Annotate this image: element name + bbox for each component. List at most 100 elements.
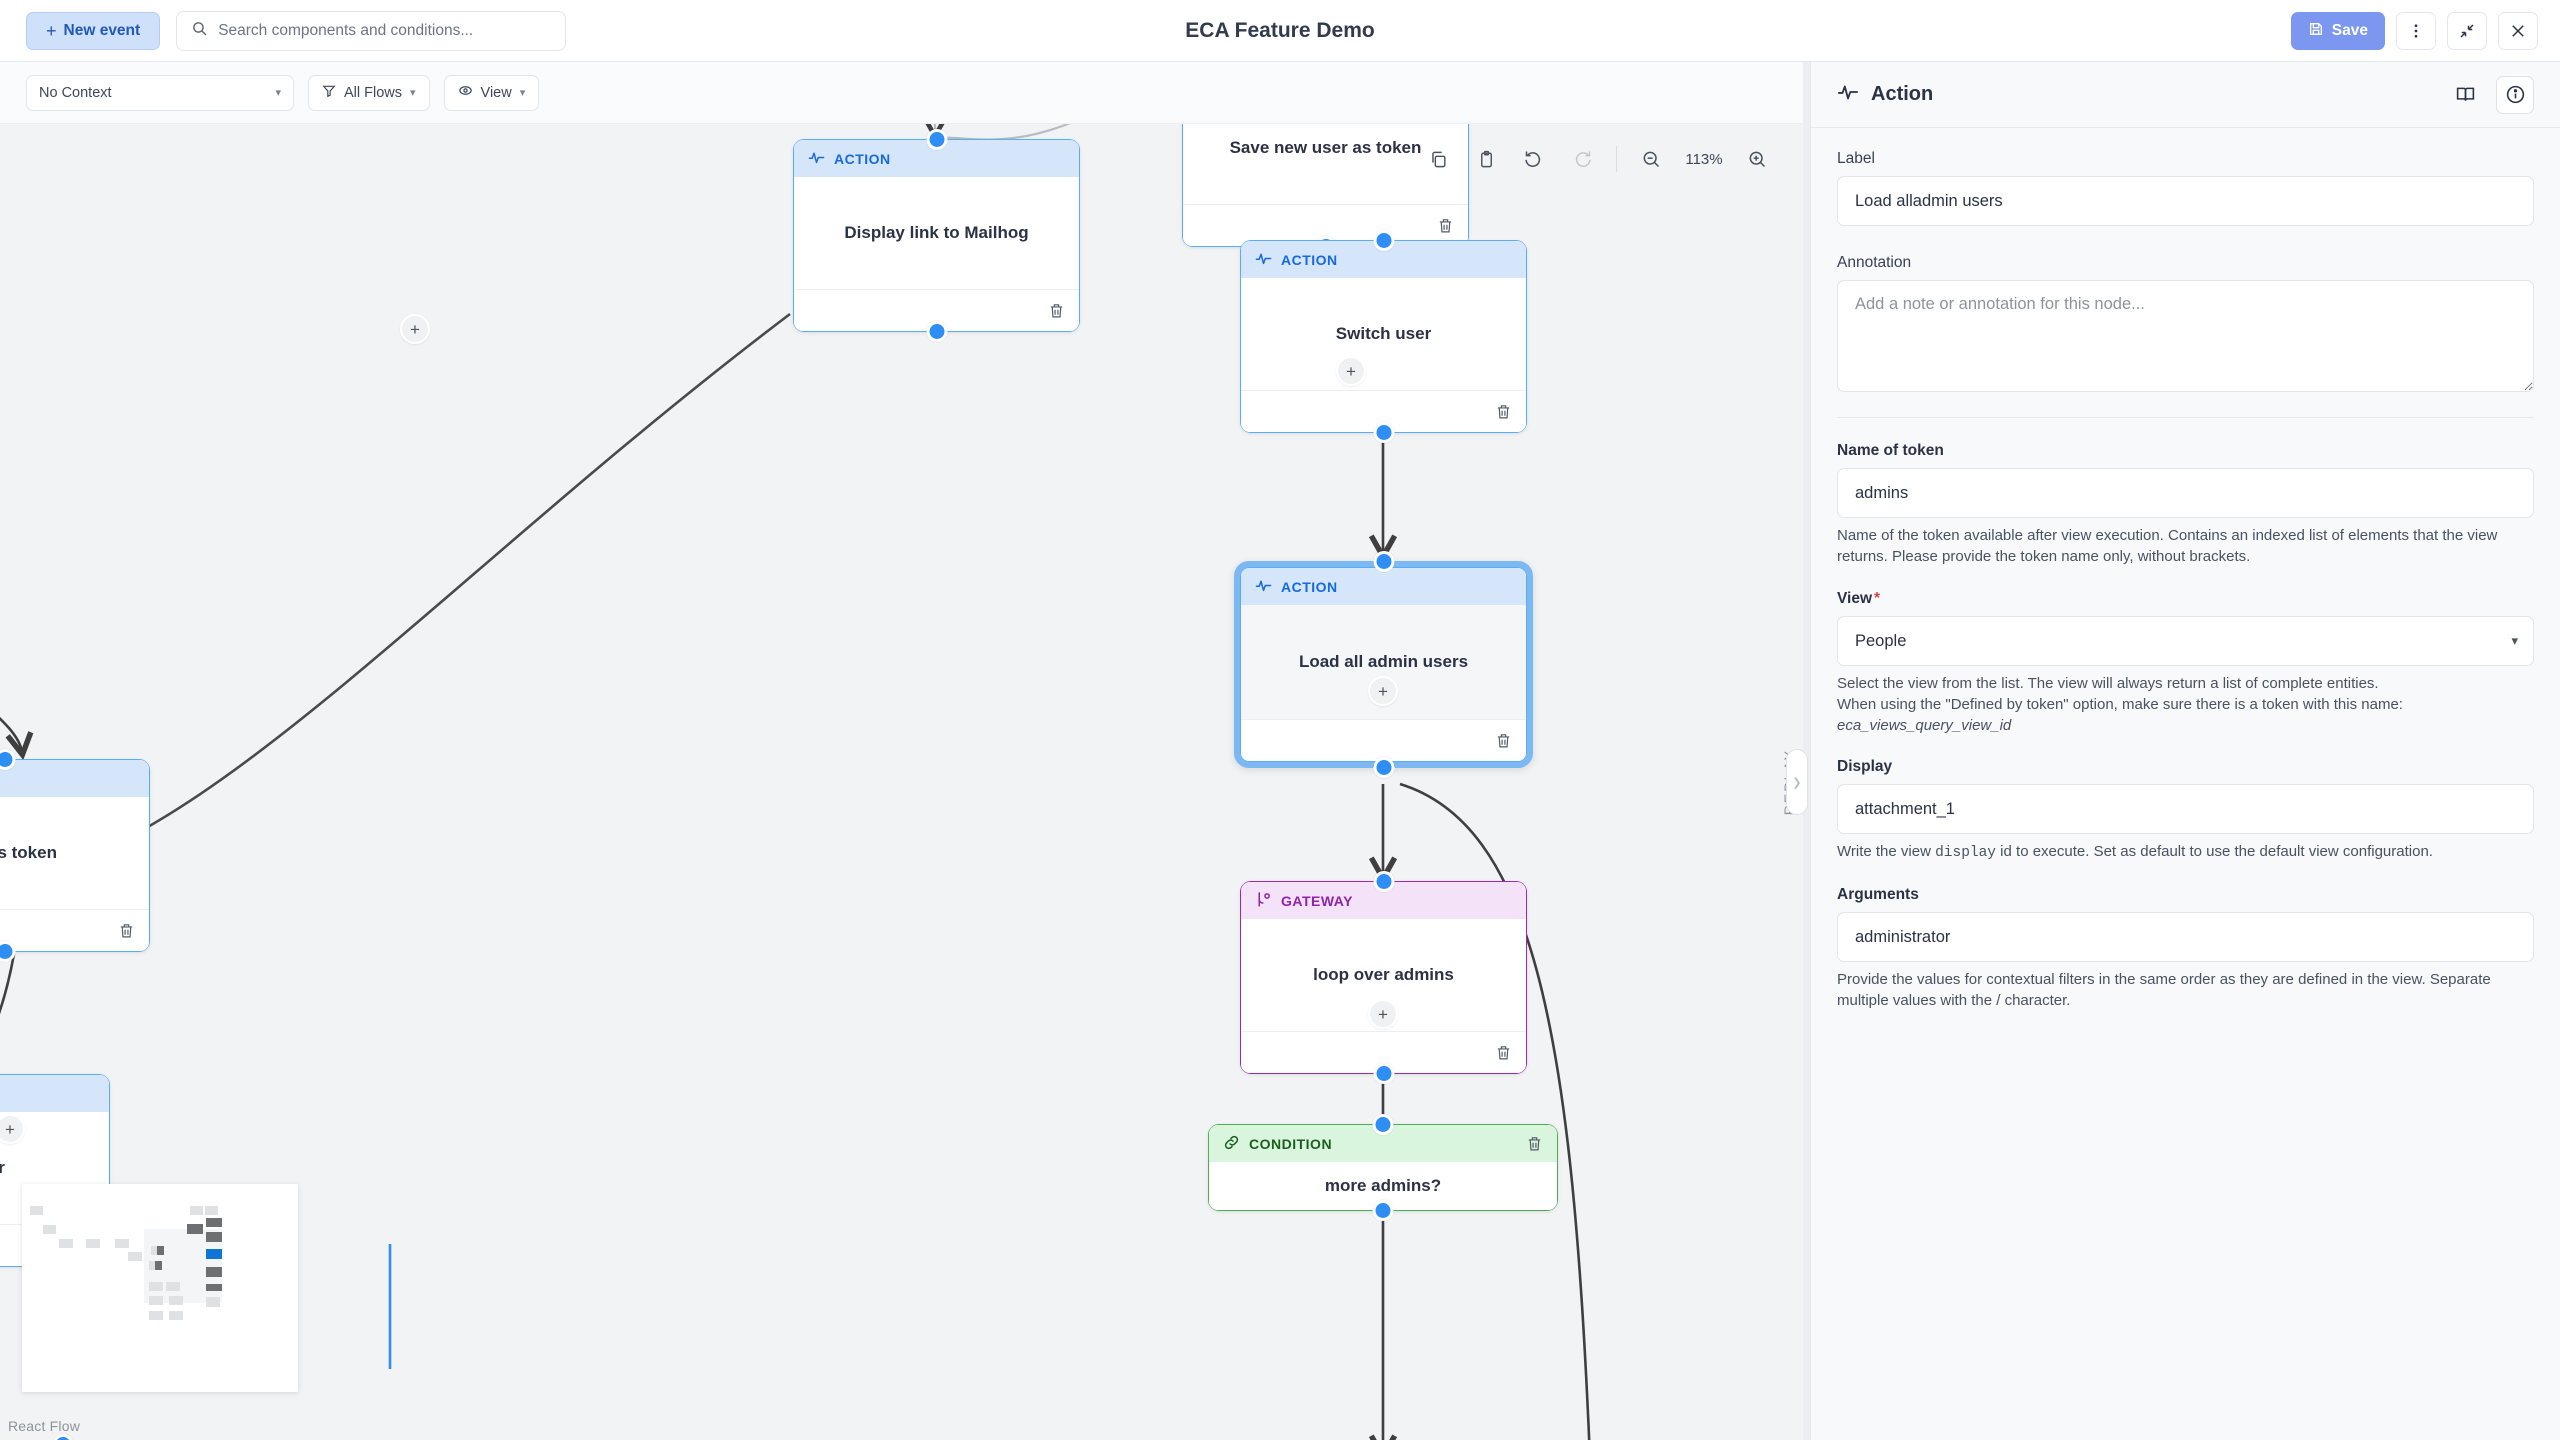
token-input[interactable]	[1837, 468, 2534, 518]
add-node-on-edge-button[interactable]: +	[1368, 676, 1398, 706]
node-type-label: GATEWAY	[1281, 892, 1353, 909]
delete-node-button[interactable]	[1495, 403, 1512, 420]
node-handle-top[interactable]	[1373, 230, 1394, 251]
replay-expand-handle[interactable]: ❯	[1786, 749, 1808, 815]
token-help-text: Name of the token available after view e…	[1837, 527, 2498, 566]
new-event-label: New event	[63, 21, 141, 39]
collapse-icon[interactable]	[2447, 12, 2487, 50]
undo-icon[interactable]	[1513, 139, 1555, 179]
activity-pulse-icon	[808, 149, 825, 169]
minimap-node	[206, 1267, 222, 1277]
node-handle-bottom[interactable]	[1372, 1200, 1394, 1221]
flows-filter-label: All Flows	[344, 84, 403, 101]
minimap-node-selected	[206, 1249, 222, 1259]
properties-panel: Action Label	[1810, 62, 2560, 1440]
node-handle-top[interactable]	[1373, 551, 1394, 572]
zoom-out-icon[interactable]	[1630, 139, 1672, 179]
kebab-menu-icon[interactable]	[2396, 12, 2436, 50]
new-event-button[interactable]: + New event	[26, 11, 161, 50]
node-type-label: ACTION	[1281, 251, 1338, 268]
book-icon[interactable]	[2446, 76, 2484, 114]
node-inner: ACTIONSave new user as token	[1183, 124, 1468, 246]
token-field-group: Name of token Name of the token availabl…	[1837, 442, 2534, 568]
activity-pulse-icon	[1255, 250, 1272, 270]
view-field-label-text: View	[1837, 589, 1873, 607]
annotation-textarea[interactable]	[1837, 280, 2534, 392]
node-type-header: ACTION	[0, 760, 149, 797]
replay-rail: REPLAY ❯	[1768, 124, 1810, 1440]
delete-node-button[interactable]	[1048, 302, 1065, 319]
minimap-node	[149, 1296, 163, 1305]
node-handle-bottom[interactable]	[926, 321, 947, 342]
minimap-node	[206, 1284, 222, 1291]
view-help-text: Select the view from the list. The view …	[1837, 673, 2534, 737]
add-node-on-edge-button[interactable]: +	[400, 314, 430, 344]
section-divider	[1837, 417, 2534, 418]
chevron-down-icon: ▾	[275, 87, 281, 99]
node-footer	[1241, 719, 1526, 761]
search-input[interactable]	[218, 21, 552, 40]
plus-icon: +	[46, 20, 57, 41]
minimap-node	[206, 1218, 222, 1227]
node-handle-top[interactable]	[926, 129, 947, 150]
node-title: ...er as token	[0, 797, 149, 909]
zoom-level-label: 113%	[1685, 150, 1723, 168]
delete-node-button[interactable]	[1437, 217, 1454, 234]
zoom-in-icon[interactable]	[1736, 139, 1778, 179]
node-handle-bottom[interactable]	[1373, 757, 1394, 778]
flow-node-action[interactable]: ACTION...er as token	[0, 749, 150, 962]
minimap[interactable]	[22, 1184, 298, 1392]
add-node-on-edge-button[interactable]: +	[1336, 356, 1366, 386]
context-select[interactable]: No Context ▾	[26, 74, 294, 111]
search-box[interactable]	[176, 10, 567, 51]
node-handle-top[interactable]	[1372, 1114, 1394, 1135]
delete-node-button[interactable]	[1526, 1135, 1543, 1152]
delete-node-button[interactable]	[1495, 732, 1512, 749]
minimap-node	[59, 1239, 73, 1248]
top-toolbar: + New event	[0, 0, 2560, 62]
search-icon	[191, 20, 208, 42]
add-node-on-edge-button[interactable]: +	[0, 1114, 25, 1144]
panel-title-text: Action	[1871, 83, 1934, 105]
view-select-wrapper[interactable]: People ▾	[1837, 615, 2534, 666]
arguments-field-group: Arguments Provide the values for context…	[1837, 886, 2534, 1012]
save-button[interactable]: Save	[2290, 12, 2385, 50]
flow-node-action[interactable]: ACTIONSave new user as token	[1182, 124, 1469, 257]
label-input[interactable]	[1837, 176, 2534, 226]
node-handle-bottom[interactable]	[0, 941, 16, 962]
view-help-line-1: Select the view from the list. The view …	[1837, 674, 2379, 692]
view-help-token-name: eca_views_query_view_id	[1837, 717, 2012, 735]
copy-icon[interactable]	[1417, 139, 1459, 179]
flows-filter-button[interactable]: All Flows ▾	[308, 74, 430, 111]
node-handle-top[interactable]	[1373, 871, 1394, 892]
close-icon[interactable]	[2498, 12, 2538, 50]
display-help-text: Write the view display id to execute. Se…	[1837, 841, 2534, 864]
info-icon[interactable]	[2496, 75, 2534, 114]
arguments-input[interactable]	[1837, 912, 2534, 963]
gateway-branch-icon	[1255, 891, 1272, 911]
display-field-group: Display Write the view display id to exe…	[1837, 758, 2534, 864]
react-flow-attribution: React Flow	[8, 1418, 81, 1434]
panel-resize-divider[interactable]	[1803, 62, 1810, 1440]
node-handle-bottom[interactable]	[1373, 422, 1394, 443]
node-type-label: ACTION	[834, 150, 891, 167]
add-node-on-edge-button[interactable]: +	[1368, 999, 1398, 1029]
minimap-node	[169, 1296, 183, 1305]
delete-node-button[interactable]	[118, 922, 135, 939]
node-handle-bottom[interactable]	[1373, 1063, 1394, 1084]
display-input[interactable]	[1837, 784, 2534, 835]
delete-node-button[interactable]	[1495, 1044, 1512, 1061]
view-select[interactable]: People	[1837, 615, 2534, 666]
paste-icon[interactable]	[1465, 139, 1507, 179]
context-value: No Context	[39, 84, 112, 101]
view-help-line-2: When using the "Defined by token" option…	[1837, 695, 2403, 713]
view-options-button[interactable]: View ▾	[443, 74, 540, 111]
